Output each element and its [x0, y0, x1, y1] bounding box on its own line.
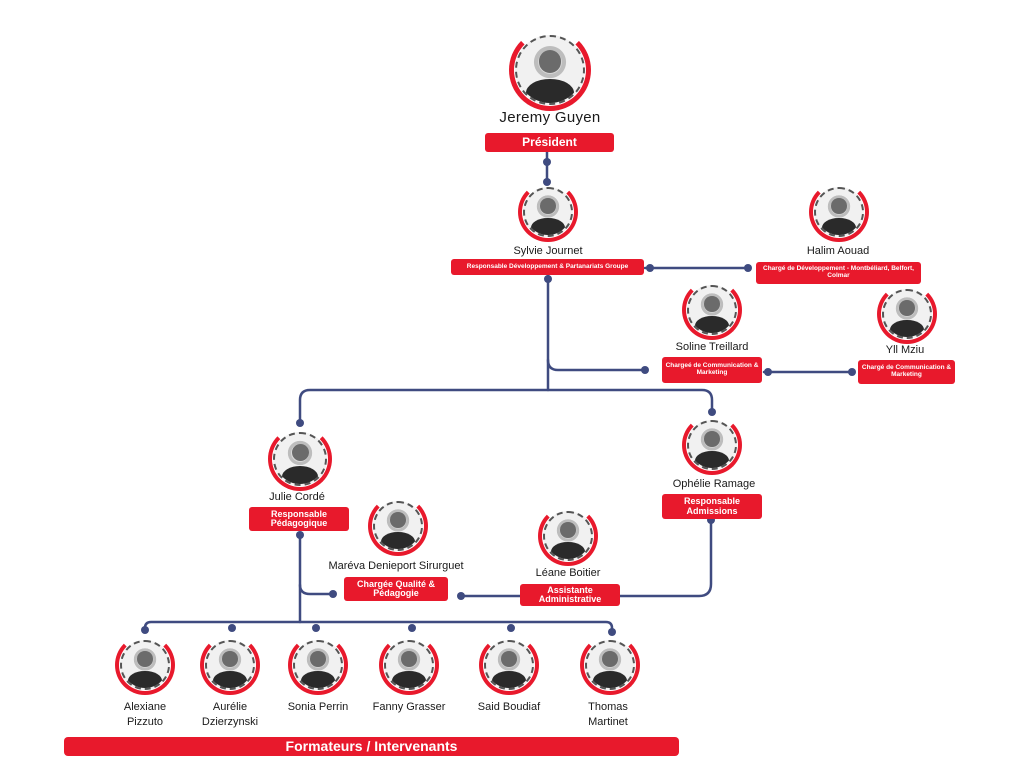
photo-ring	[580, 635, 640, 695]
dot	[608, 628, 616, 636]
dot	[707, 516, 715, 524]
photo-ring	[877, 284, 937, 344]
sylvie-name: Sylvie Journet	[513, 245, 583, 257]
trainer-name-line2: Martinet	[588, 716, 628, 728]
yll-role-badge: Chargé de Communication & Marketing	[858, 360, 955, 384]
soline-name: Soline Treillard	[675, 341, 749, 353]
trainer-name-line1: Thomas	[588, 701, 628, 713]
julie-role-badge: Responsable Pédagogique	[249, 507, 349, 531]
dot	[848, 368, 856, 376]
photo-ring	[538, 506, 598, 566]
president-name: Jeremy Guyen	[499, 109, 601, 126]
dot	[764, 368, 772, 376]
line-branch	[298, 388, 714, 422]
line-sylvie-soline	[546, 273, 646, 372]
photo-ring	[518, 182, 578, 242]
yll-name: Yll Mziu	[885, 344, 925, 356]
halim-role-badge: Chargé de Développement - Montbéliard, B…	[756, 262, 921, 284]
photo-ring	[379, 635, 439, 695]
dot	[296, 531, 304, 539]
halim-name: Halim Aouad	[806, 245, 870, 257]
line-trainers-bar	[143, 620, 614, 634]
dot	[543, 158, 551, 166]
dot	[744, 264, 752, 272]
dot	[408, 624, 416, 632]
soline-role-badge: Chargeé de Communication & Marketing	[662, 357, 762, 383]
photo-ring	[682, 280, 742, 340]
dot	[312, 624, 320, 632]
photo-ring	[368, 496, 428, 556]
ophelie-role-badge: Responsable Admissions	[662, 494, 762, 519]
trainer-name-line1: Said Boudiaf	[477, 701, 541, 713]
dot	[646, 264, 654, 272]
photo-ring	[809, 182, 869, 242]
dot	[641, 366, 649, 374]
dot	[141, 626, 149, 634]
dot	[228, 624, 236, 632]
dot	[296, 419, 304, 427]
mareva-name: Maréva Denieport Sirurguet	[328, 560, 464, 572]
trainer-name-line1: Aurélie	[212, 701, 248, 713]
trainers-footer-banner: Formateurs / Intervenants	[64, 737, 679, 756]
dot	[544, 275, 552, 283]
photo-ring	[115, 635, 175, 695]
line-ophelie-leane	[458, 518, 713, 598]
mareva-role-badge: Chargée Qualité & Pédagogie	[344, 577, 448, 601]
trainer-name-line2: Dzierzynski	[201, 716, 259, 728]
photo-ring	[682, 415, 742, 475]
president-role-badge: Président	[485, 133, 614, 152]
dot	[457, 592, 465, 600]
photo-ring	[288, 635, 348, 695]
trainer-name-line1: Alexiane	[123, 701, 167, 713]
sylvie-role-badge: Responsable Développement & Partanariats…	[451, 259, 644, 275]
photo-ring	[479, 635, 539, 695]
trainer-name-line2: Pizzuto	[126, 716, 164, 728]
ophelie-name: Ophélie Ramage	[672, 478, 756, 490]
leane-role-badge: Assistante Administrative	[520, 584, 620, 606]
dot	[507, 624, 515, 632]
julie-name: Julie Cordé	[269, 491, 325, 503]
trainer-name-line1: Sonia Perrin	[287, 701, 349, 713]
photo-ring	[268, 427, 332, 491]
dot	[329, 590, 337, 598]
photo-ring	[200, 635, 260, 695]
dot	[708, 408, 716, 416]
trainer-name-line1: Fanny Grasser	[372, 701, 446, 713]
leane-name: Léane Boitier	[535, 567, 601, 579]
photo-ring	[509, 29, 591, 111]
